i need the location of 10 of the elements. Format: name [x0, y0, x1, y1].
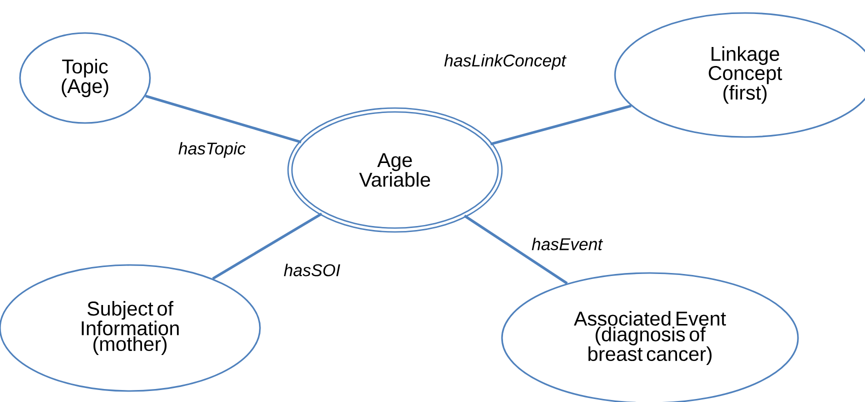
ellipse-node: Age Variable — [287, 107, 503, 233]
connector-line — [212, 212, 322, 280]
connector-line — [490, 104, 632, 146]
connector-line — [145, 94, 302, 144]
edge-label: hasEvent — [530, 236, 604, 252]
edge-label: hasLinkConcept — [443, 53, 567, 71]
edge-label: hasTopic — [177, 141, 247, 159]
edge-label: hasSOI — [282, 262, 342, 278]
connector-line — [464, 214, 568, 284]
ellipse-node: Topic (Age) — [19, 32, 151, 124]
